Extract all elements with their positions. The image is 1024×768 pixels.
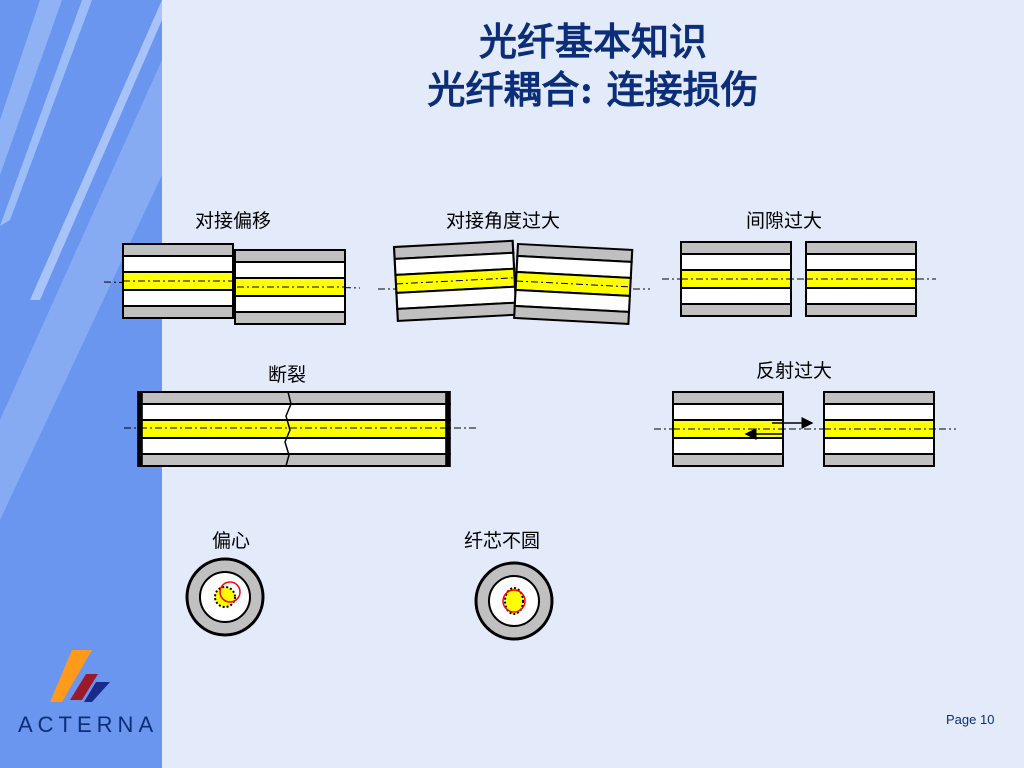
acterna-logo-icon	[50, 650, 110, 702]
label-lateral-offset: 对接偏移	[195, 210, 272, 232]
page-number: Page 10	[946, 712, 995, 727]
fiber-segment	[140, 392, 448, 466]
title-line-1: 光纤基本知识	[478, 19, 707, 64]
label-gap: 间隙过大	[746, 210, 823, 232]
fiber-pair-gap	[662, 241, 936, 317]
fiber-pair-angle	[378, 239, 650, 325]
slide-title: 光纤基本知识 光纤耦合: 连接损伤	[162, 18, 1024, 114]
fiber-pair-offset	[103, 243, 361, 325]
label-core-ovality: 纤芯不圆	[464, 530, 541, 552]
label-eccentricity: 偏心	[212, 530, 251, 552]
cross-section-eccentric	[185, 557, 265, 637]
acterna-logo-text: ACTERNA	[18, 712, 159, 737]
label-reflection: 反射过大	[756, 360, 833, 382]
fiber-segment	[513, 242, 634, 325]
sidebar-decoration	[0, 0, 162, 768]
title-line-2: 光纤耦合: 连接损伤	[427, 67, 759, 112]
fiber-fracture	[124, 392, 478, 466]
fiber-pair-reflection	[654, 391, 956, 467]
label-angular-misalignment: 对接角度过大	[446, 210, 561, 232]
label-fracture: 断裂	[268, 364, 307, 386]
cross-section-oval-core	[474, 561, 554, 641]
sidebar-stripes	[0, 0, 162, 520]
fiber-segment	[392, 239, 518, 322]
